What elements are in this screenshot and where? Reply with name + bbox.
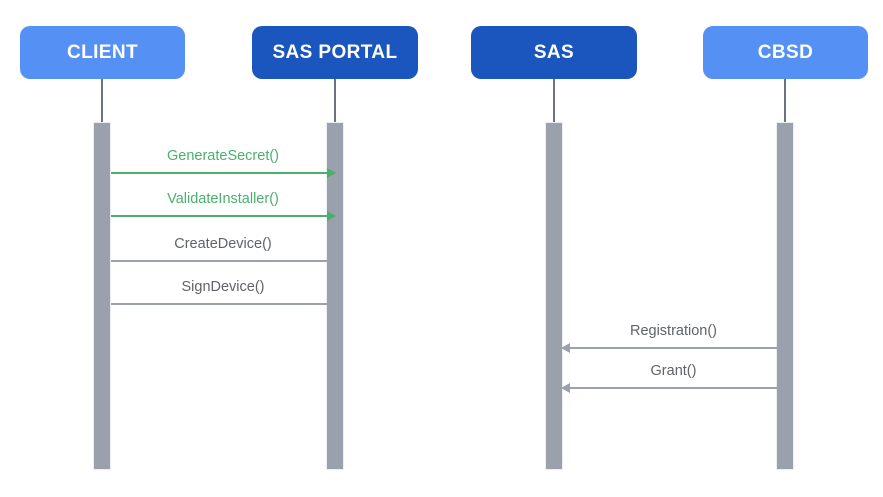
message-line-registration (562, 347, 785, 349)
actor-box-sas[interactable]: SAS (471, 26, 637, 79)
lifeline-client (101, 79, 103, 124)
lifeline-sas-portal (334, 79, 336, 124)
message-line-sign-device (111, 303, 335, 305)
arrowhead-right-icon (327, 168, 336, 178)
message-label-generate-secret: GenerateSecret() (166, 148, 280, 164)
actor-box-cbsd[interactable]: CBSD (703, 26, 868, 79)
arrowhead-left-icon (561, 383, 570, 393)
arrowhead-right-icon (327, 256, 336, 266)
actor-label-sas-portal: SAS PORTAL (272, 41, 398, 63)
activation-bar-sas (545, 122, 563, 470)
activation-bar-sas-portal (326, 122, 344, 470)
lifeline-cbsd (784, 79, 786, 124)
message-label-sign-device: SignDevice() (181, 279, 265, 295)
actor-box-client[interactable]: CLIENT (20, 26, 185, 79)
actor-label-client: CLIENT (66, 41, 138, 63)
activation-bar-cbsd (776, 122, 794, 470)
message-line-create-device (111, 260, 335, 262)
message-line-generate-secret (111, 172, 335, 174)
actor-box-sas-portal[interactable]: SAS PORTAL (252, 26, 418, 79)
message-line-grant (562, 387, 785, 389)
message-line-validate-installer (111, 215, 335, 217)
message-label-grant: Grant() (650, 363, 697, 379)
arrowhead-right-icon (327, 211, 336, 221)
actor-label-cbsd: CBSD (757, 41, 814, 63)
arrowhead-left-icon (561, 343, 570, 353)
activation-bar-client (93, 122, 111, 470)
message-label-create-device: CreateDevice() (174, 236, 272, 252)
arrowhead-right-icon (327, 299, 336, 309)
message-label-validate-installer: ValidateInstaller() (167, 191, 279, 207)
actor-label-sas: SAS (533, 41, 575, 63)
message-label-registration: Registration() (629, 323, 718, 339)
lifeline-sas (553, 79, 555, 124)
